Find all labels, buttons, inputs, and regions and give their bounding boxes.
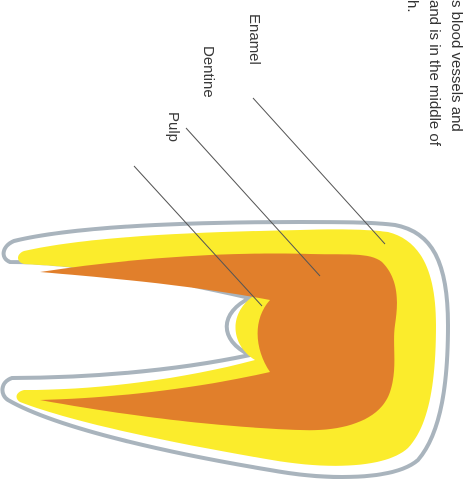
caption-line-3: h. <box>404 0 421 13</box>
caption-line-1: s blood vessels and <box>448 0 465 132</box>
pulp-region <box>40 253 397 430</box>
label-dentine: Dentine <box>200 46 217 98</box>
label-enamel: Enamel <box>246 14 263 65</box>
caption-line-2: and is in the middle of <box>426 0 443 147</box>
label-pulp: Pulp <box>165 112 182 142</box>
